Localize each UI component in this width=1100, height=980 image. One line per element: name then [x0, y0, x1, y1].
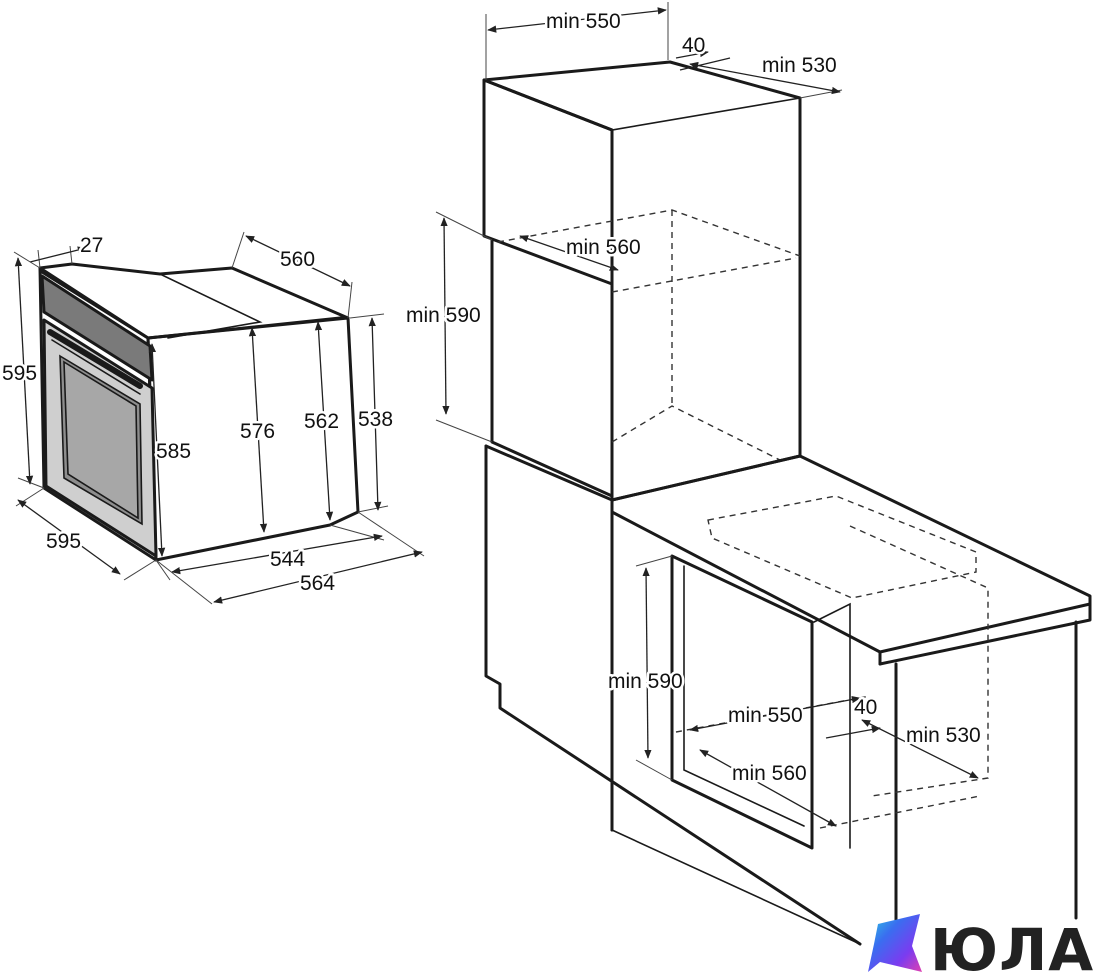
ula-logo-icon — [868, 914, 922, 972]
cabinet-dimensions — [435, 2, 979, 827]
dim-560-label: 560 — [280, 248, 315, 271]
column-gap-label: 40 — [682, 34, 705, 57]
column-height-label: min 590 — [406, 304, 481, 327]
dim-544-label: 544 — [270, 548, 305, 571]
under-counter-gap-label: 40 — [854, 696, 877, 719]
dim-595-height-label: 595 — [2, 362, 37, 385]
oven-dimension-labels: 27 560 595 585 576 562 538 595 544 564 — [0, 232, 396, 598]
column-width-label: min 550 — [546, 10, 621, 33]
dim-562-label: 562 — [304, 410, 339, 433]
ula-brand-text: ЮЛА — [930, 916, 1094, 980]
dim-538-label: 538 — [358, 408, 393, 431]
column-inner-width-label: min 560 — [566, 236, 641, 259]
dim-585-label: 585 — [156, 440, 191, 463]
dim-27-label: 27 — [80, 234, 103, 257]
under-counter-width-label: min 550 — [728, 704, 803, 727]
dim-576-label: 576 — [240, 420, 275, 443]
dim-595-width-label: 595 — [46, 530, 81, 553]
kitchen-cabinets — [482, 60, 1092, 946]
under-counter-inner-width-label: min 560 — [732, 762, 807, 785]
cabinet-dimension-labels: min 550 40 min 530 min 560 min 590 min 5… — [404, 8, 984, 788]
under-counter-depth-label: min 530 — [906, 724, 981, 747]
column-depth-label: min 530 — [762, 54, 837, 77]
ula-watermark: ЮЛА — [868, 914, 1094, 980]
dim-564-label: 564 — [300, 572, 335, 595]
oven-dimensions — [13, 231, 425, 605]
under-counter-height-label: min 590 — [608, 670, 683, 693]
